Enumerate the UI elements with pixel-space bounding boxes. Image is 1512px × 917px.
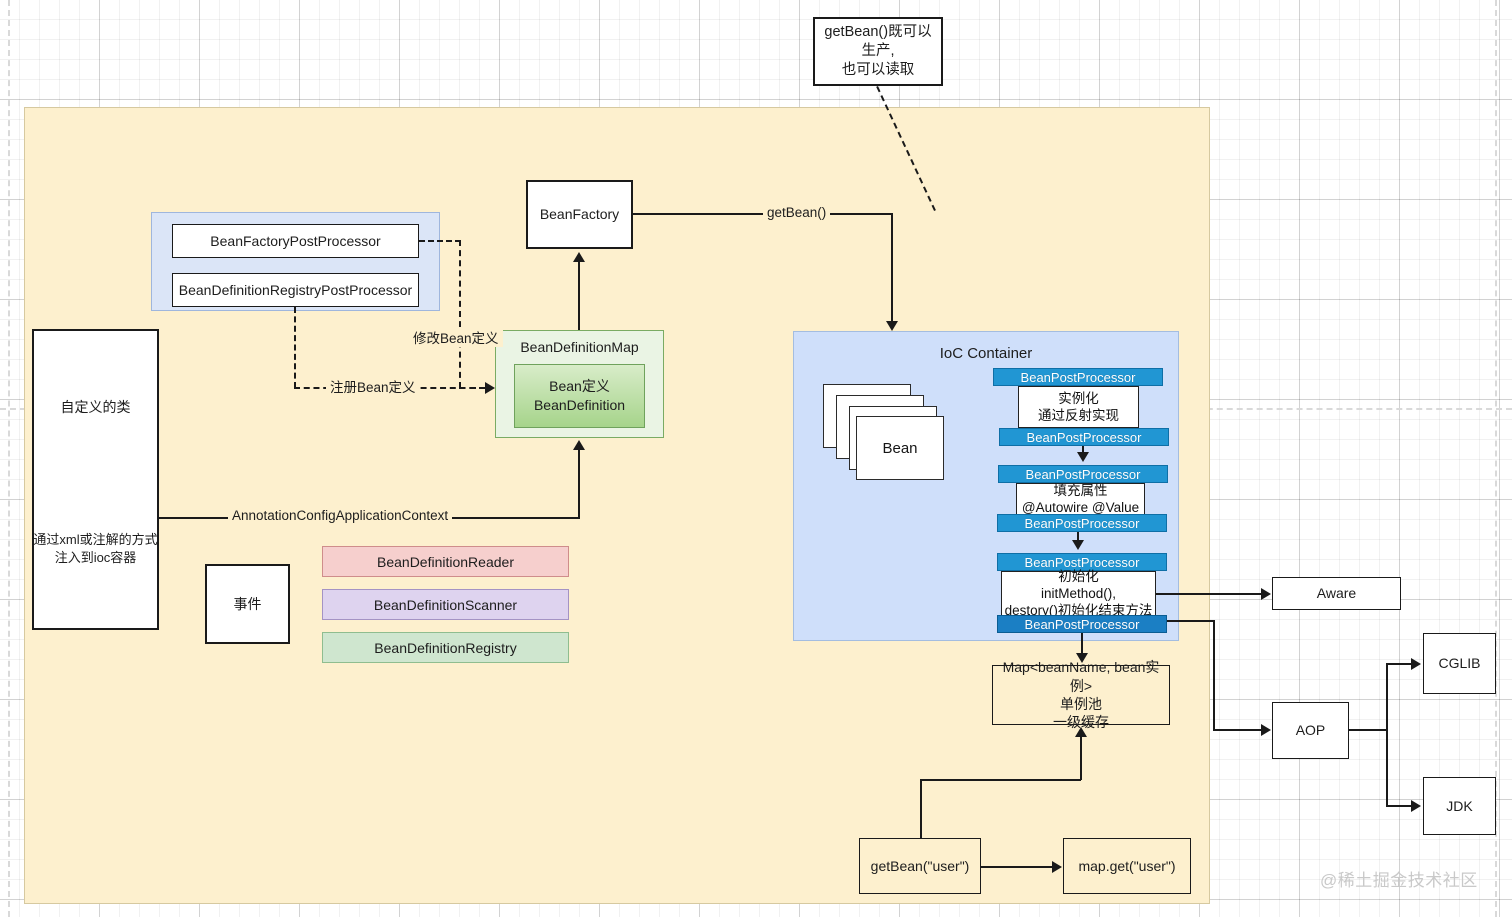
bean-definition-registry-post-processor-box: BeanDefinitionRegistryPostProcessor	[172, 273, 419, 307]
bfpp-dashed-down	[459, 240, 461, 388]
edge-label-register-bean-def: 注册Bean定义	[326, 376, 420, 396]
lifecycle-stage-initialization: 初始化 initMethod(), destory()初始化结束方法	[1001, 569, 1156, 618]
custom-class-box	[32, 329, 159, 630]
aop-split-line	[1386, 663, 1388, 807]
custom-class-subtitle: 通过xml或注解的方式 注入到ioc容器	[33, 532, 158, 565]
bpp-to-pool-arrow	[1076, 653, 1088, 663]
lifecycle-stage-populate: 填充属性 @Autowire @Value	[1016, 483, 1145, 515]
aware-box: Aware	[1272, 577, 1401, 610]
map-get-user-box: map.get("user")	[1063, 838, 1191, 894]
bean-factory-box: BeanFactory	[526, 180, 633, 249]
bdrpp-dashed-down	[294, 307, 296, 388]
bdmap-to-beanfactory-line	[578, 262, 580, 330]
getbean-user-run	[920, 779, 1081, 781]
aop-to-jdk-arrow	[1411, 800, 1421, 812]
aop-to-cglib-arrow	[1411, 658, 1421, 670]
edge-label-annotation-context: AnnotationConfigApplicationContext	[228, 508, 453, 523]
cglib-box: CGLIB	[1423, 633, 1496, 694]
page-guide-vertical-left	[8, 0, 10, 917]
bpp-to-aop-line-h2	[1213, 729, 1261, 731]
bean-factory-post-processor-box: BeanFactoryPostProcessor	[172, 224, 419, 258]
event-box: 事件	[205, 564, 290, 644]
bfpp-dashed-out	[419, 240, 461, 242]
aop-to-jdk-line	[1386, 805, 1412, 807]
getbean-user-riser	[920, 779, 922, 839]
custom-class-title: 自定义的类	[60, 399, 131, 415]
getbean-user-to-pool-arrow	[1075, 727, 1087, 737]
bean-post-processor-bar-3: BeanPostProcessor	[998, 465, 1168, 483]
bean-post-processor-bar-4: BeanPostProcessor	[997, 514, 1167, 532]
singleton-pool-box: Map<beanName, bean实例> 单例池 一级缓存	[992, 659, 1170, 730]
lifecycle-stage-instantiation: 实例化 通过反射实现	[1018, 386, 1139, 428]
getbean-to-mapget-line	[981, 866, 1053, 868]
aop-out-line	[1349, 729, 1388, 731]
get-bean-user-box: getBean("user")	[859, 838, 981, 894]
bfpp-arrowhead	[485, 382, 495, 394]
bean-definition-scanner-chip: BeanDefinitionScanner	[322, 589, 569, 620]
init-to-aware-arrow	[1261, 588, 1271, 600]
bdmap-to-beanfactory-arrow	[573, 252, 585, 262]
lifecycle-arrow-1	[1077, 452, 1089, 462]
lifecycle-line-1	[1082, 446, 1084, 456]
getbean-arrowhead	[886, 321, 898, 331]
bean-post-processor-bar-1: BeanPostProcessor	[993, 368, 1163, 386]
lifecycle-line-2	[1077, 532, 1079, 542]
edge-label-modify-bean-def: 修改Bean定义	[409, 327, 503, 347]
ioc-container-title: IoC Container	[939, 345, 1033, 362]
bpp-to-aop-line-h	[1167, 620, 1215, 622]
bean-post-processor-bar-2: BeanPostProcessor	[999, 428, 1169, 446]
bpp-to-aop-line-v	[1213, 620, 1215, 730]
bean-definition-reader-chip: BeanDefinitionReader	[322, 546, 569, 577]
top-note-box: getBean()既可以生产, 也可以读取	[813, 17, 943, 86]
getbean-to-mapget-arrow	[1052, 861, 1062, 873]
annotation-context-riser	[578, 450, 580, 519]
edge-label-get-bean: getBean()	[763, 205, 831, 220]
aop-box: AOP	[1272, 702, 1349, 759]
bean-post-processor-bar-5: BeanPostProcessor	[997, 553, 1167, 571]
bean-definition-map-caption: BeanDefinitionMap	[520, 339, 639, 355]
annotation-context-arrow	[573, 440, 585, 450]
getbean-user-to-pool	[1080, 737, 1082, 780]
watermark: @稀土掘金技术社区	[1320, 871, 1478, 890]
jdk-box: JDK	[1423, 777, 1496, 835]
getbean-down-line	[891, 213, 893, 321]
aop-to-cglib-line	[1386, 663, 1412, 665]
bpp-to-aop-arrow	[1261, 724, 1271, 736]
bean-definition-registry-chip: BeanDefinitionRegistry	[322, 632, 569, 663]
lifecycle-arrow-2	[1072, 540, 1084, 550]
bean-card-front: Bean	[856, 416, 944, 480]
page-guide-vertical-right	[1495, 0, 1497, 917]
bpp-to-pool-line	[1081, 633, 1083, 653]
bean-definition-inner-box: Bean定义 BeanDefinition	[514, 364, 645, 428]
init-to-aware-line	[1156, 593, 1262, 595]
bean-post-processor-bar-6: BeanPostProcessor	[997, 615, 1167, 633]
